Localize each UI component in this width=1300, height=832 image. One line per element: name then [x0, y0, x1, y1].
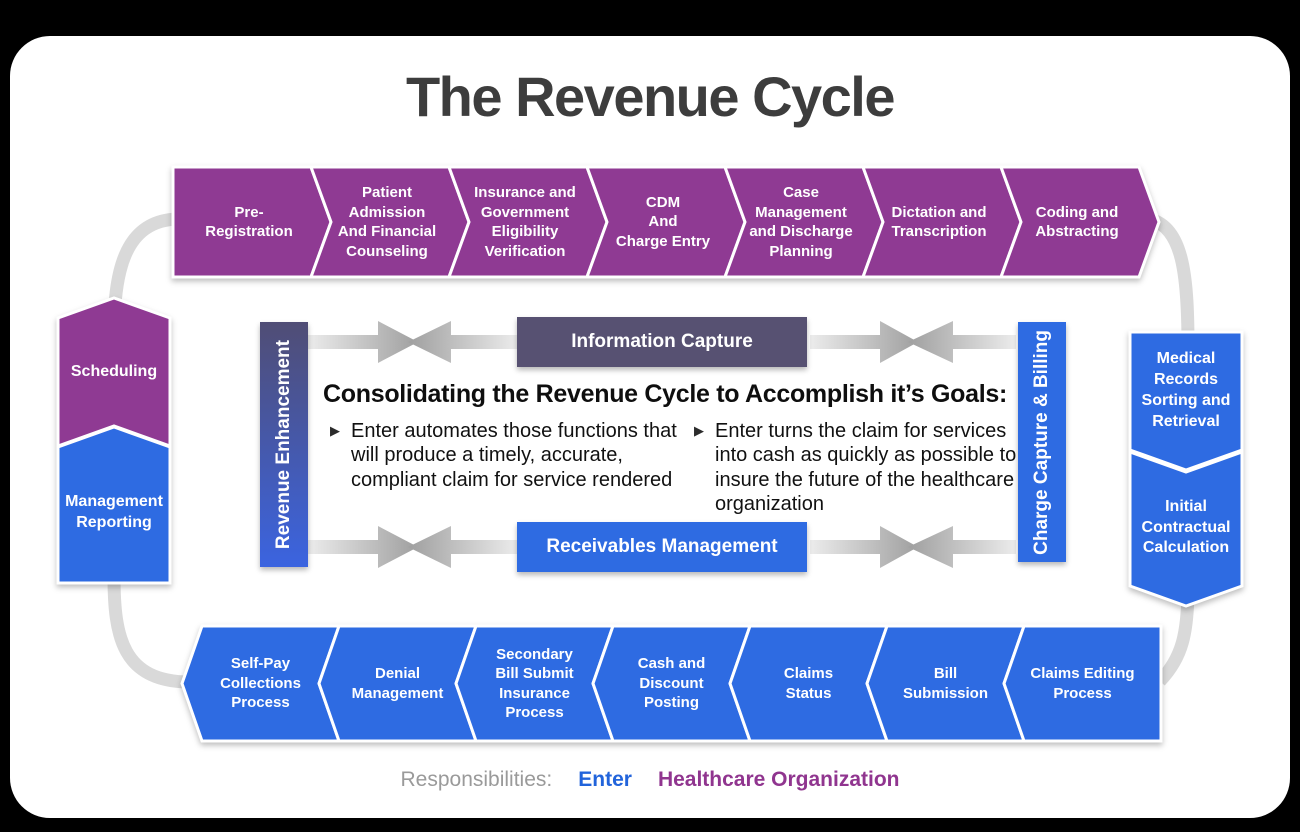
bottom-step-denial-management: Denial Management: [351, 665, 444, 702]
chevron-shape: [1128, 330, 1244, 472]
bullet-text: Enter turns the claim for services into …: [715, 420, 1017, 516]
right-column-chevrons: [1128, 330, 1244, 608]
chevron-shape: [56, 425, 172, 585]
bottom-step-claims-status: Claims Status: [783, 665, 834, 702]
left-column-chevrons: [56, 296, 172, 585]
arrow-left-icon: [908, 321, 1016, 363]
charge-capture-billing-label: Charge Capture & Billing: [1031, 329, 1052, 555]
chevron-shape: [1002, 624, 1163, 743]
bottom-step-cash-discount-posting: Cash and Discount Posting: [637, 655, 706, 712]
top-step-case-management: Case Management and Discharge Planning: [749, 184, 853, 260]
responsibilities-legend: Responsibilities: Enter Healthcare Organ…: [10, 768, 1290, 792]
legend-healthcare-organization: Healthcare Organization: [657, 768, 900, 791]
arrow-right-icon: [308, 321, 418, 363]
bullet-text: Enter automates those functions that wil…: [351, 420, 677, 491]
connector-bottom-left: [107, 575, 191, 689]
revenue-enhancement-label: Revenue Enhancement: [273, 339, 294, 550]
top-step-patient-admission: Patient Admission And Financial Counseli…: [337, 184, 437, 260]
bullet-item: ▶ Enter turns the claim for services int…: [694, 419, 1032, 517]
top-step-dictation-transcription: Dictation and Transcription: [891, 203, 987, 241]
bottom-step-self-pay-collections: Self-Pay Collections Process: [220, 655, 301, 712]
arrow-left-icon: [908, 526, 1016, 568]
top-step-coding-abstracting: Coding and Abstracting: [1035, 203, 1119, 241]
bottom-chevron-row: [180, 624, 1163, 743]
bottom-step-secondary-bill-submit: Secondary Bill Submit Insurance Process: [495, 645, 574, 722]
slide-card: The Revenue Cycle Pre- Registration Pati: [10, 36, 1290, 818]
bullet-triangle-icon: ▶: [330, 423, 340, 438]
center-heading: Consolidating the Revenue Cycle to Accom…: [323, 380, 1007, 408]
receivables-management-label: Receivables Management: [546, 536, 778, 557]
chevron-shape: [56, 296, 172, 449]
top-chevron-row: [171, 165, 1161, 279]
bottom-step-claims-editing: Claims Editing Process: [1030, 665, 1135, 702]
flow-arrows: [308, 321, 1016, 568]
arrow-right-icon: [810, 526, 918, 568]
top-step-pre-registration: Pre- Registration: [205, 203, 293, 241]
bullet-item: ▶ Enter automates those functions that w…: [330, 419, 680, 492]
top-step-cdm-charge-entry: CDM And Charge Entry: [615, 193, 711, 250]
legend-enter: Enter: [578, 768, 632, 791]
charge-capture-billing-bar: Charge Capture & Billing: [1018, 322, 1066, 562]
bottom-step-bill-submission: Bill Submission: [902, 665, 988, 702]
arrow-right-icon: [308, 526, 418, 568]
chevron-shape: [998, 165, 1161, 279]
arrow-right-icon: [810, 321, 918, 363]
receivables-management-bar: Receivables Management: [517, 522, 807, 572]
revenue-enhancement-bar: Revenue Enhancement: [260, 322, 308, 567]
top-step-insurance-eligibility: Insurance and Government Eligibility Ver…: [474, 184, 576, 260]
chevron-shape: [1128, 449, 1244, 608]
arrow-left-icon: [408, 321, 518, 363]
arrow-left-icon: [408, 526, 518, 568]
information-capture-bar: Information Capture: [517, 317, 807, 367]
page-title: The Revenue Cycle: [405, 65, 896, 128]
information-capture-label: Information Capture: [571, 331, 753, 352]
bullet-triangle-icon: ▶: [694, 423, 704, 438]
legend-label: Responsibilities:: [400, 768, 553, 791]
